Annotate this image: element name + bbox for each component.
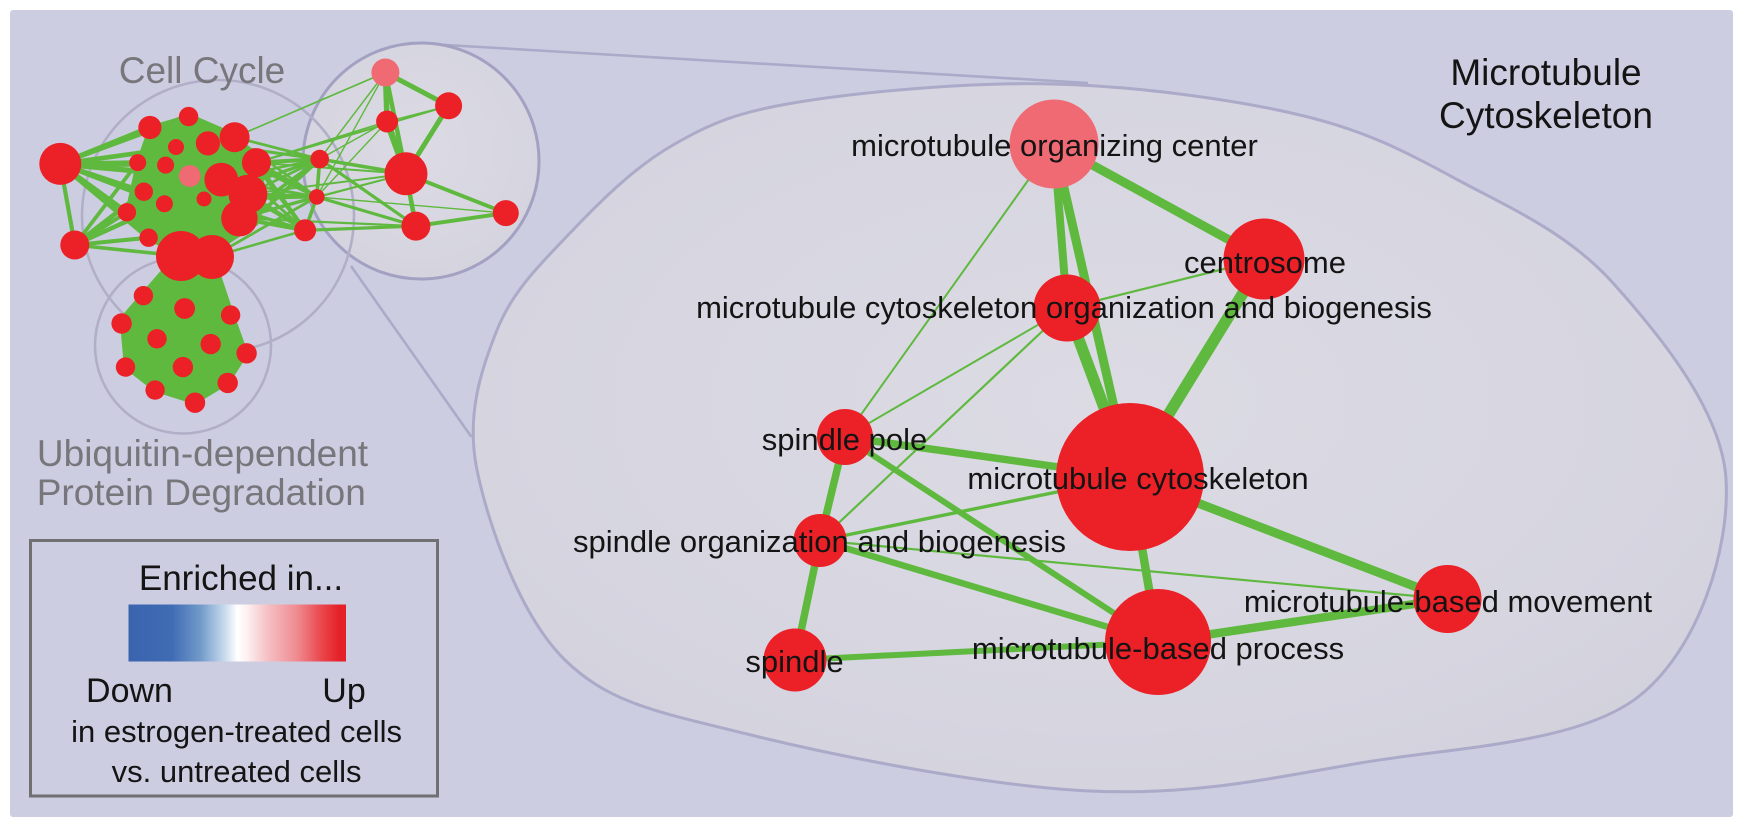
svg-text:Up: Up (322, 672, 365, 710)
svg-text:microtubule cytoskeleton: microtubule cytoskeleton (967, 461, 1308, 496)
svg-text:Down: Down (86, 672, 173, 710)
svg-text:centrosome: centrosome (1184, 245, 1346, 280)
svg-text:Microtubule: Microtubule (1450, 52, 1641, 93)
svg-text:in estrogen-treated cells: in estrogen-treated cells (71, 714, 402, 749)
svg-text:microtubule organizing center: microtubule organizing center (851, 128, 1258, 163)
svg-text:microtubule cytoskeleton organ: microtubule cytoskeleton organization an… (696, 290, 1432, 325)
svg-text:Enriched in...: Enriched in... (139, 559, 343, 598)
svg-text:spindle organization and bioge: spindle organization and biogenesis (573, 524, 1066, 559)
svg-text:Cytoskeleton: Cytoskeleton (1439, 95, 1653, 136)
svg-text:spindle pole: spindle pole (762, 422, 927, 457)
svg-text:Protein Degradation: Protein Degradation (37, 472, 366, 513)
svg-text:spindle: spindle (745, 644, 843, 679)
svg-text:Cell Cycle: Cell Cycle (119, 50, 286, 91)
svg-text:vs. untreated cells: vs. untreated cells (112, 754, 362, 789)
svg-text:microtubule-based process: microtubule-based process (972, 631, 1344, 666)
svg-text:microtubule-based movement: microtubule-based movement (1244, 584, 1653, 619)
svg-text:Ubiquitin-dependent: Ubiquitin-dependent (37, 433, 369, 474)
